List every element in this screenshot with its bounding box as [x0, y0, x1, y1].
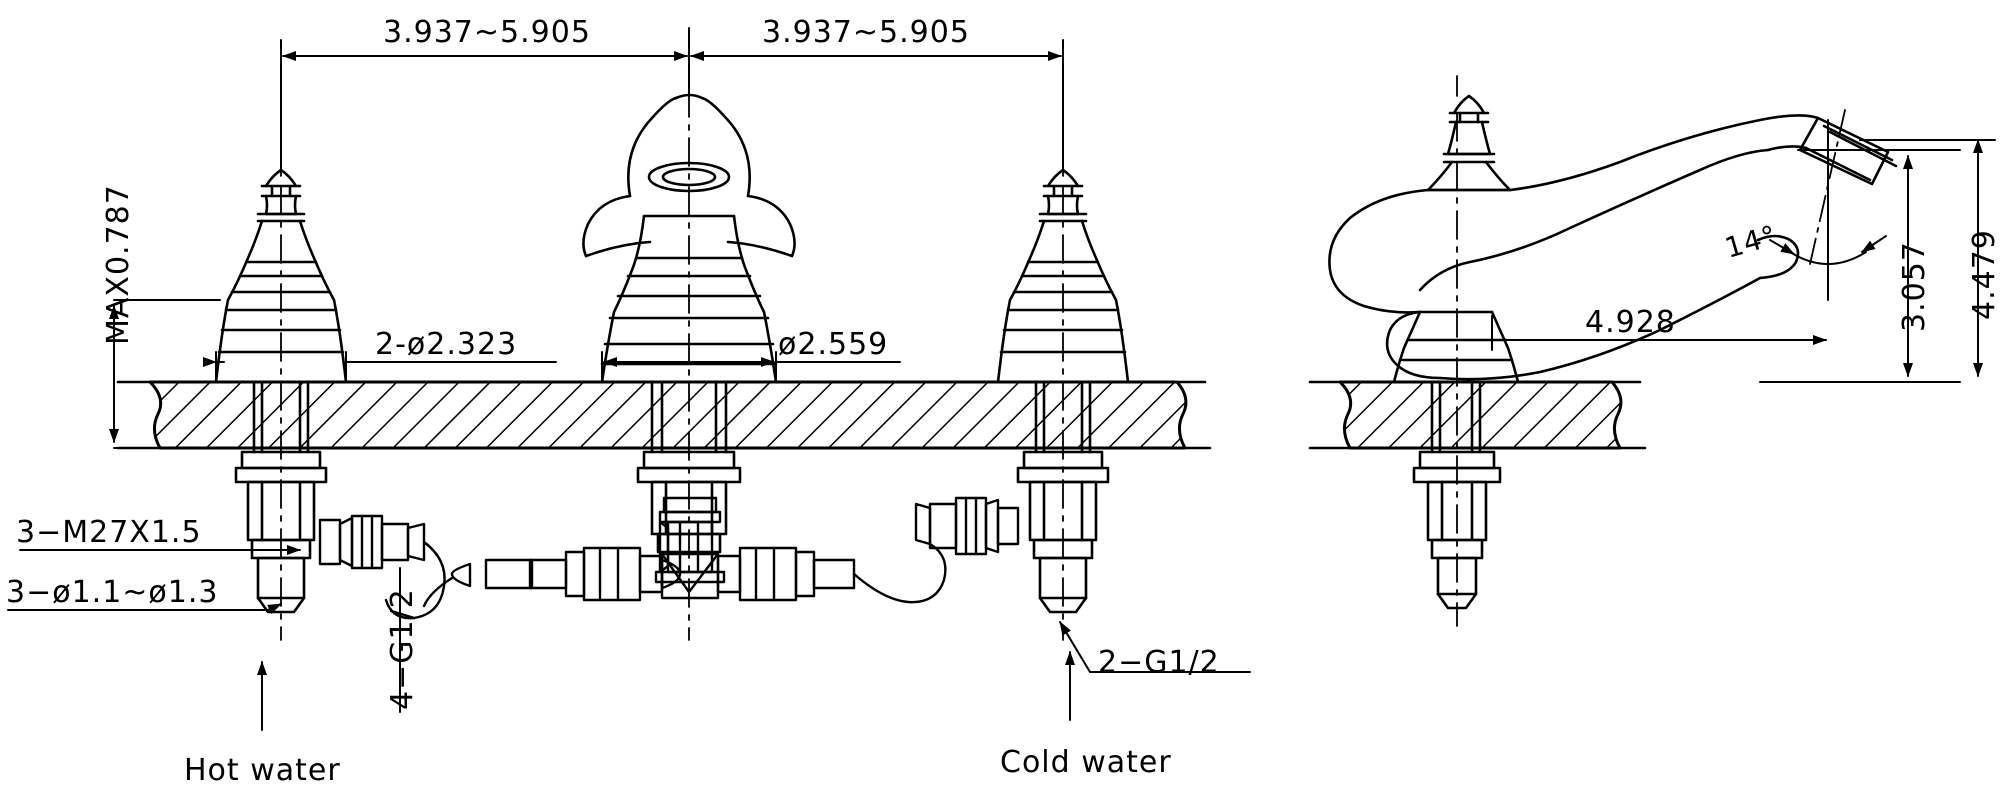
dim-hole-diameter: 3−ø1.1~ø1.3 [6, 575, 219, 610]
deck-section-side [1308, 380, 1647, 450]
dim-supply-inlets: 4−G1/2 [385, 588, 420, 710]
plumbing-assembly [318, 496, 1020, 620]
dim-overall-height: 4.479 [1967, 229, 2000, 320]
label-cold-water: Cold water [1000, 745, 1172, 780]
dim-handle-base-diameter: 2-ø2.323 [375, 327, 518, 362]
dim-max-deck-thickness: MAX0.787 [101, 184, 136, 345]
dim-spout-reach: 4.928 [1585, 305, 1676, 340]
dim-thread-spec: 3−M27X1.5 [16, 515, 202, 550]
label-hot-water: Hot water [184, 753, 341, 788]
handle-right-assembly [996, 147, 1130, 641]
dimension-lines-side [1491, 109, 1996, 383]
dimension-lines-front [7, 27, 1251, 731]
dim-spout-base-diameter: ø2.559 [778, 327, 889, 362]
dim-spread-right: 3.937~5.905 [762, 15, 970, 50]
spout-side-view [1328, 75, 1898, 627]
dim-outlet-connections: 2−G1/2 [1098, 645, 1220, 680]
dim-spout-height: 3.057 [1897, 241, 1932, 332]
spout-center-front [582, 39, 796, 641]
dim-spread-left: 3.937~5.905 [383, 15, 591, 50]
